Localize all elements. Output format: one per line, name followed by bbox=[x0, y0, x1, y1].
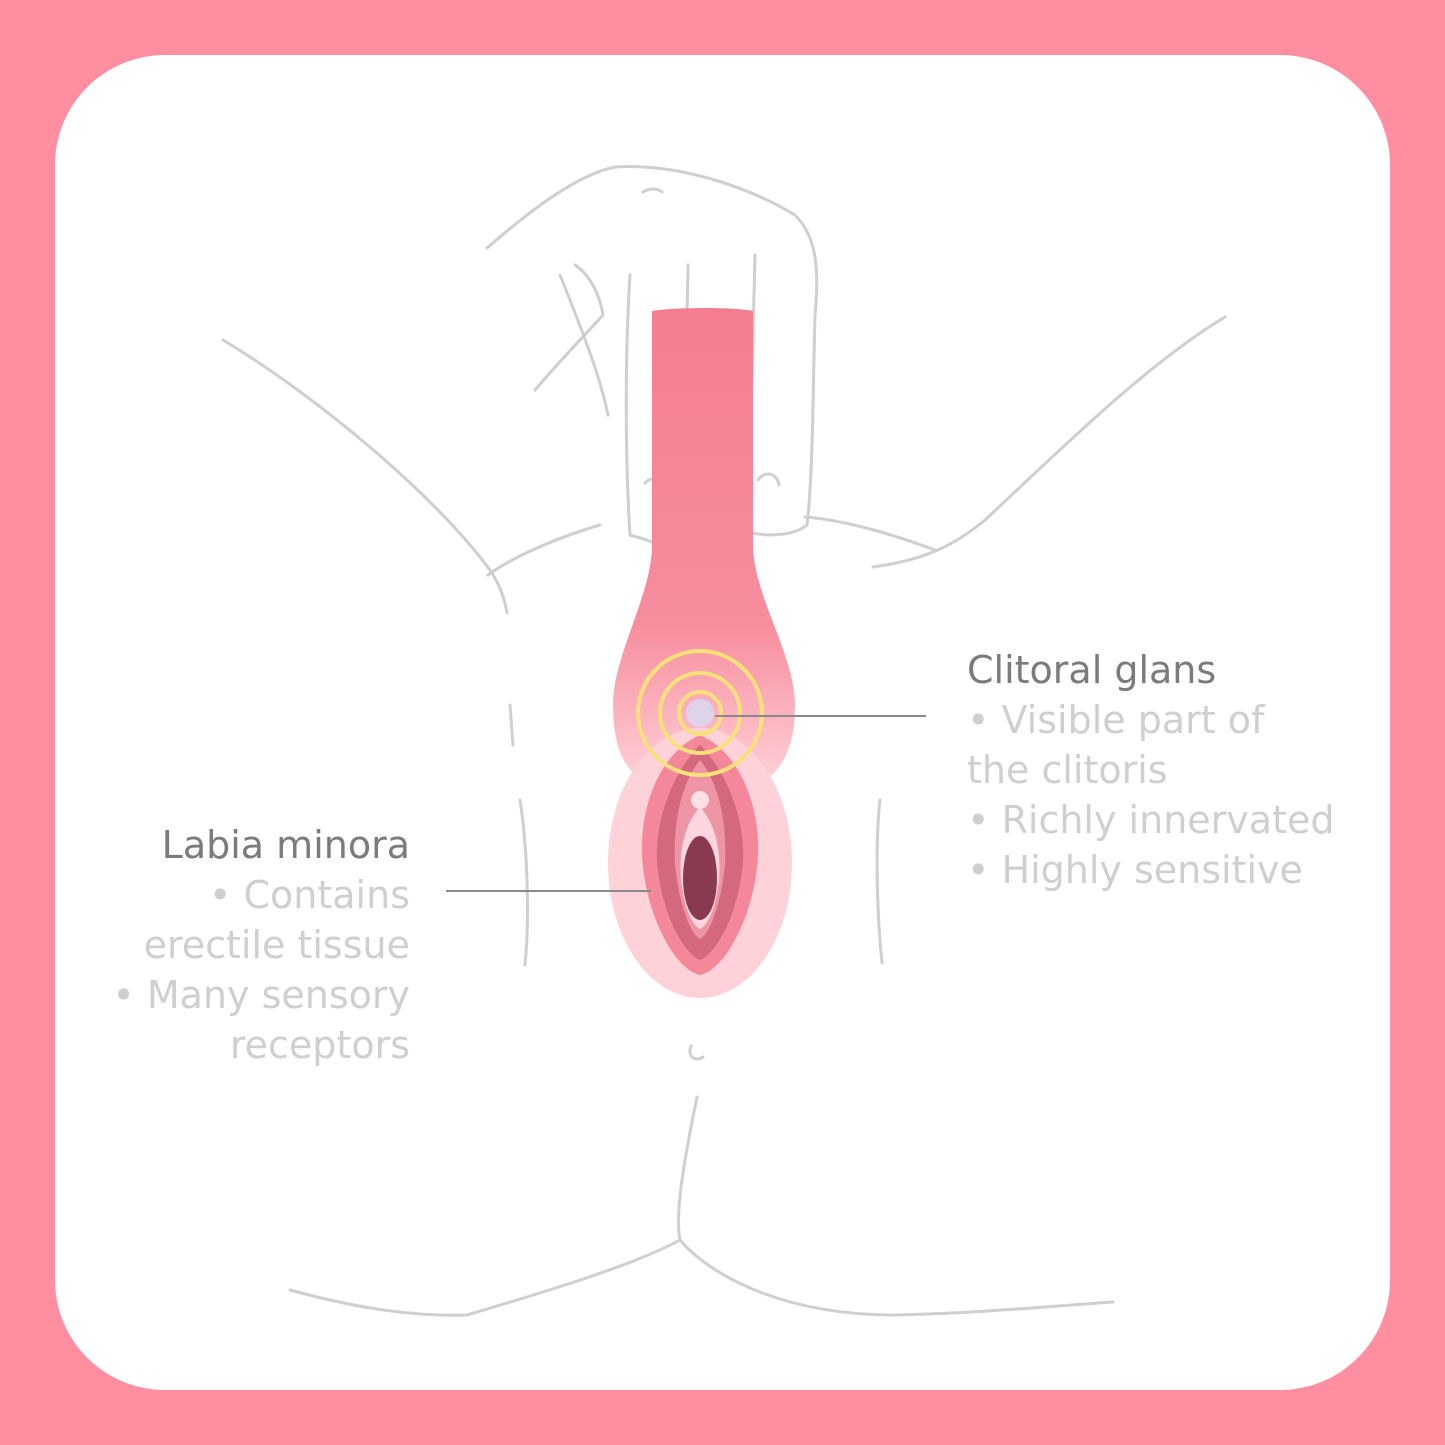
labia-minora-title: Labia minora bbox=[161, 823, 410, 867]
vaginal-opening bbox=[683, 836, 717, 920]
finger-edge bbox=[558, 273, 610, 417]
labia-minora-line-1: • Contains bbox=[209, 873, 410, 917]
labia-minora-line-3: • Many sensory bbox=[112, 973, 410, 1017]
left-groin-line bbox=[486, 523, 602, 577]
illustration-card: Clitoral glans • Visible part of the cli… bbox=[55, 55, 1390, 1390]
labia-minora-line-2: erectile tissue bbox=[143, 923, 410, 967]
hand-back bbox=[485, 165, 819, 317]
thumb bbox=[533, 263, 605, 392]
body-outline bbox=[221, 165, 1227, 1317]
clitoral-glans-line-1: • Visible part of bbox=[967, 698, 1265, 742]
vibration-rings-icon bbox=[636, 649, 764, 777]
right-thigh-line bbox=[871, 315, 1227, 569]
labia-minora-line-4: receptors bbox=[229, 1023, 410, 1067]
fingernail-3 bbox=[756, 472, 781, 487]
clitoral-glans-label: Clitoral glans • Visible part of the cli… bbox=[967, 645, 1347, 895]
left-inner-thigh-upper bbox=[508, 703, 515, 747]
finger-1 bbox=[624, 273, 649, 542]
anatomy-illustration bbox=[221, 165, 1227, 1317]
right-inner-thigh bbox=[875, 798, 884, 965]
right-groin-line bbox=[803, 515, 937, 552]
urethral-opening bbox=[691, 791, 709, 809]
clitoral-glans-title: Clitoral glans bbox=[967, 648, 1217, 692]
clitoral-glans bbox=[686, 699, 714, 727]
clitoral-glans-line-3: • Richly innervated bbox=[967, 798, 1335, 842]
labia-minora-label: Labia minora • Contains erectile tissue … bbox=[55, 820, 410, 1070]
clitoral-glans-line-2: the clitoris bbox=[967, 748, 1168, 792]
vulva-illustration bbox=[608, 699, 792, 998]
finger-4 bbox=[751, 313, 817, 537]
left-thigh-line bbox=[221, 338, 509, 615]
anus-mark bbox=[688, 1044, 705, 1061]
knuckle-crease bbox=[641, 187, 664, 194]
left-buttock-line bbox=[288, 1095, 699, 1317]
clitoral-glans-line-4: • Highly sensitive bbox=[967, 848, 1303, 892]
left-inner-thigh-lower bbox=[518, 798, 529, 967]
right-buttock-line bbox=[678, 1238, 1115, 1317]
